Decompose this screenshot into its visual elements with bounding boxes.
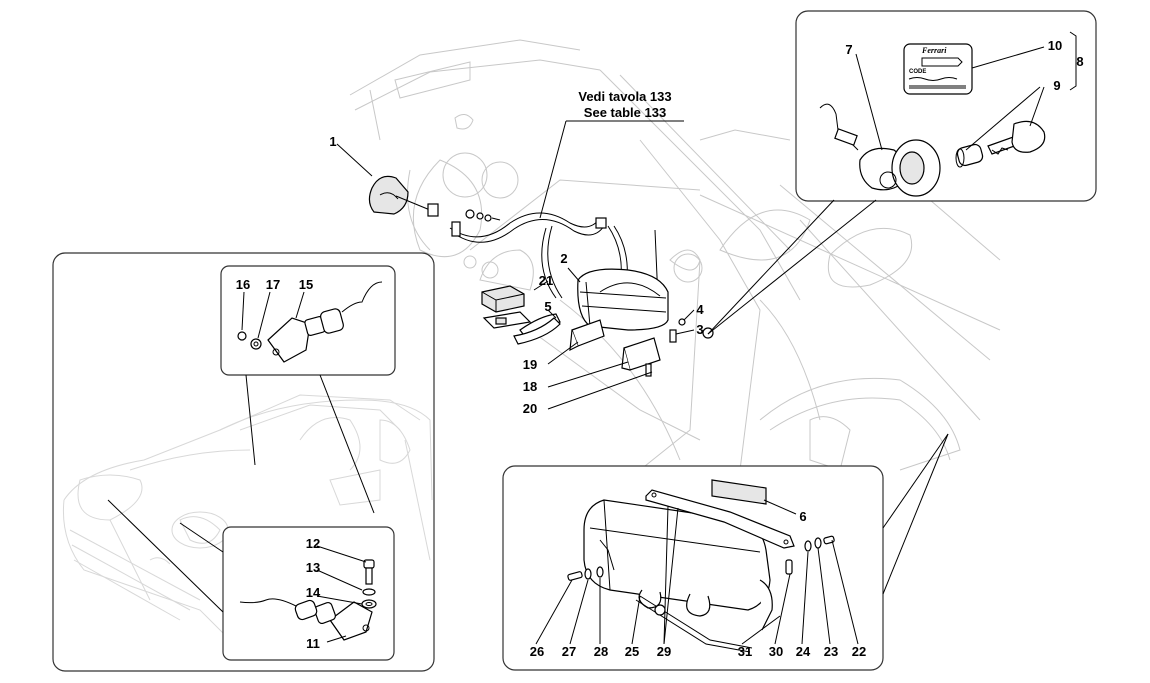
passenger-airbag-inset <box>502 465 884 671</box>
key-tag-code-label: CODE <box>909 69 926 75</box>
retainer-strip-29 <box>645 489 795 549</box>
ignition-lock-7 <box>819 103 941 197</box>
crash-sensor-15 <box>267 281 383 363</box>
front-sensor-subinset <box>220 265 396 376</box>
passenger-airbag-2 <box>577 268 669 331</box>
callout-15: 15 <box>299 277 313 292</box>
bolt-12 <box>363 559 375 585</box>
airbag-module-25 <box>583 499 773 653</box>
callout-19: 19 <box>523 357 537 372</box>
leader-lines <box>241 46 1045 645</box>
callout-10: 10 <box>1048 38 1062 53</box>
side-sensor-subinset <box>222 526 395 661</box>
airbag-wiring-harness <box>449 209 659 301</box>
callout-21: 21 <box>539 273 553 288</box>
callout-17: 17 <box>266 277 280 292</box>
callout-7: 7 <box>845 42 852 57</box>
callout-25: 25 <box>625 644 639 659</box>
fasteners-22-28-30 <box>567 535 835 581</box>
callout-8: 8 <box>1076 54 1083 69</box>
washer-17 <box>250 338 262 350</box>
airbag-ecu-21 <box>481 285 525 313</box>
callout-31: 31 <box>738 644 752 659</box>
label-6 <box>711 479 767 505</box>
key-code-tag: Ferrari CODE <box>903 43 973 95</box>
nut-16 <box>237 331 247 341</box>
callout-4: 4 <box>696 302 704 317</box>
callout-20: 20 <box>523 401 537 416</box>
callout-28: 28 <box>594 644 608 659</box>
callout-13: 13 <box>306 560 320 575</box>
callout-22: 22 <box>852 644 866 659</box>
steering-airbag-module <box>368 175 439 217</box>
callout-16: 16 <box>236 277 250 292</box>
key-lock-inset: Ferrari CODE <box>795 10 1097 202</box>
callout-labels: 1 2 3 4 5 6 7 8 9 10 11 12 13 14 15 16 1… <box>236 38 1084 659</box>
callout-14: 14 <box>306 585 321 600</box>
callout-3: 3 <box>696 322 703 337</box>
key-tag-brand: Ferrari <box>921 46 947 55</box>
callout-27: 27 <box>562 644 576 659</box>
callout-23: 23 <box>824 644 838 659</box>
car-body-ghost <box>62 394 433 641</box>
washer-13 <box>362 588 376 596</box>
fasteners-3-4 <box>669 318 714 343</box>
callout-24: 24 <box>796 644 811 659</box>
callout-9: 9 <box>1053 78 1060 93</box>
callout-6: 6 <box>799 509 806 524</box>
callout-26: 26 <box>530 644 544 659</box>
callout-5: 5 <box>544 299 551 314</box>
callout-29: 29 <box>657 644 671 659</box>
callout-2: 2 <box>560 251 567 266</box>
callout-12: 12 <box>306 536 320 551</box>
key-9 <box>987 120 1046 155</box>
callout-18: 18 <box>523 379 537 394</box>
airbag-bracket-18 <box>621 337 661 377</box>
callout-11: 11 <box>306 636 320 651</box>
ghost-cabin-background <box>349 39 1001 471</box>
lock-cylinder-10 <box>955 143 984 168</box>
callout-30: 30 <box>769 644 783 659</box>
airbag-bracket-19 <box>569 319 605 352</box>
ecu-bracket-5 <box>482 311 561 345</box>
reference-line-2: See table 133 <box>584 105 666 120</box>
washer-14 <box>361 599 377 609</box>
reference-line-1: Vedi tavola 133 <box>578 89 671 104</box>
car-sensor-inset <box>52 252 435 672</box>
callout-1: 1 <box>329 134 336 149</box>
crash-sensor-11 <box>239 598 373 641</box>
